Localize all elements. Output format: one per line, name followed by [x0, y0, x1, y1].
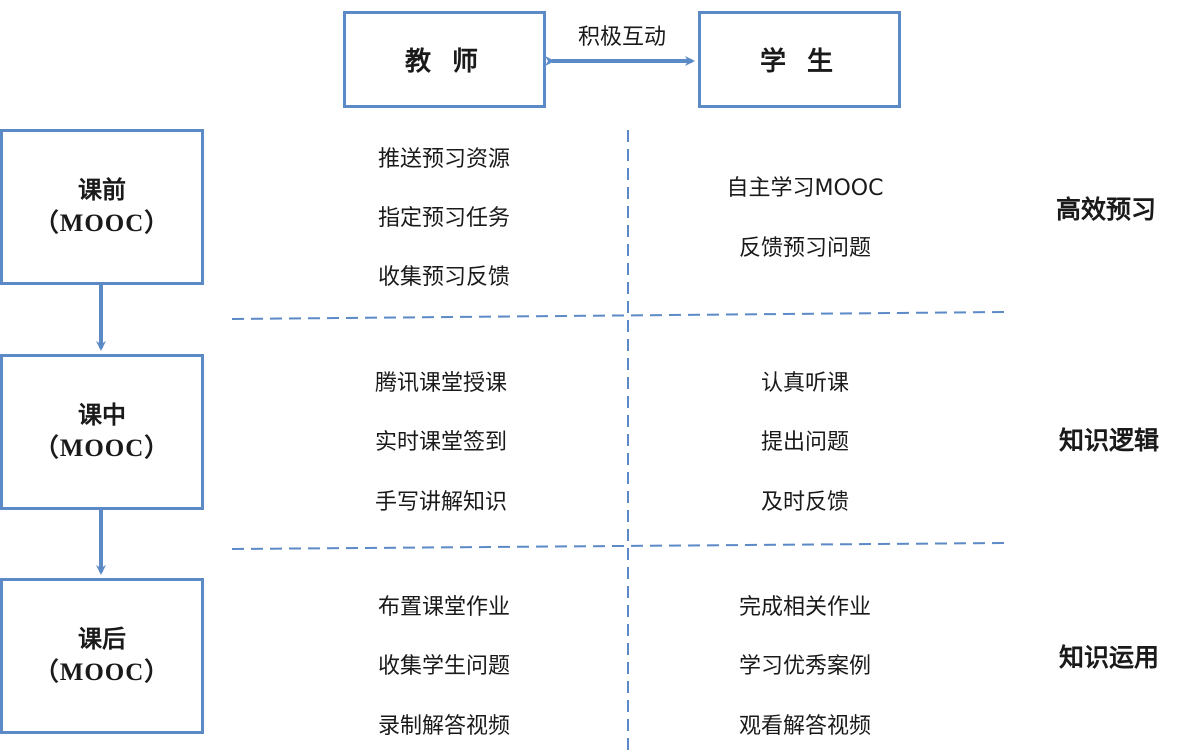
teacher-action: 手写讲解知识	[374, 490, 508, 515]
teacher-action: 腾讯课堂授课	[374, 371, 508, 396]
student-action: 观看解答视频	[738, 714, 872, 739]
student-action: 自主学习MOOC	[726, 176, 884, 201]
row-divider-2	[231, 542, 1006, 550]
teacher-action: 实时课堂签到	[374, 430, 508, 455]
stage-sub: （MOOC）	[33, 435, 171, 462]
student-action: 提出问题	[760, 430, 850, 455]
stage-box-in-class: 课中 （MOOC）	[0, 354, 204, 510]
teacher-action: 推送预习资源	[377, 147, 511, 172]
row-divider-1	[231, 311, 1006, 320]
student-box: 学 生	[698, 11, 901, 108]
stage-name: 课中	[78, 401, 126, 429]
stage-outcome: 高效预习	[1055, 195, 1157, 224]
teacher-action: 收集预习反馈	[377, 265, 511, 290]
student-label: 学 生	[759, 47, 840, 77]
stage-outcome: 知识逻辑	[1058, 426, 1160, 455]
student-action: 学习优秀案例	[738, 654, 872, 679]
student-action: 完成相关作业	[738, 595, 872, 620]
teacher-action: 收集学生问题	[377, 654, 511, 679]
teacher-label: 教 师	[404, 47, 485, 77]
teacher-box: 教 师	[343, 11, 546, 108]
student-action: 及时反馈	[760, 490, 850, 515]
stage-name: 课前	[78, 176, 126, 204]
interaction-label: 积极互动	[577, 25, 667, 50]
teacher-action: 布置课堂作业	[377, 595, 511, 620]
stage-box-pre-class: 课前 （MOOC）	[0, 129, 204, 285]
stage-outcome: 知识运用	[1058, 643, 1160, 672]
stage-box-after-class: 课后 （MOOC）	[0, 578, 204, 734]
student-action: 认真听课	[760, 371, 850, 396]
stage-sub: （MOOC）	[33, 659, 171, 686]
teacher-action: 指定预习任务	[377, 206, 511, 231]
stage-sub: （MOOC）	[33, 210, 171, 237]
student-action: 反馈预习问题	[738, 236, 872, 261]
teacher-action: 录制解答视频	[377, 714, 511, 739]
stage-name: 课后	[78, 625, 126, 653]
